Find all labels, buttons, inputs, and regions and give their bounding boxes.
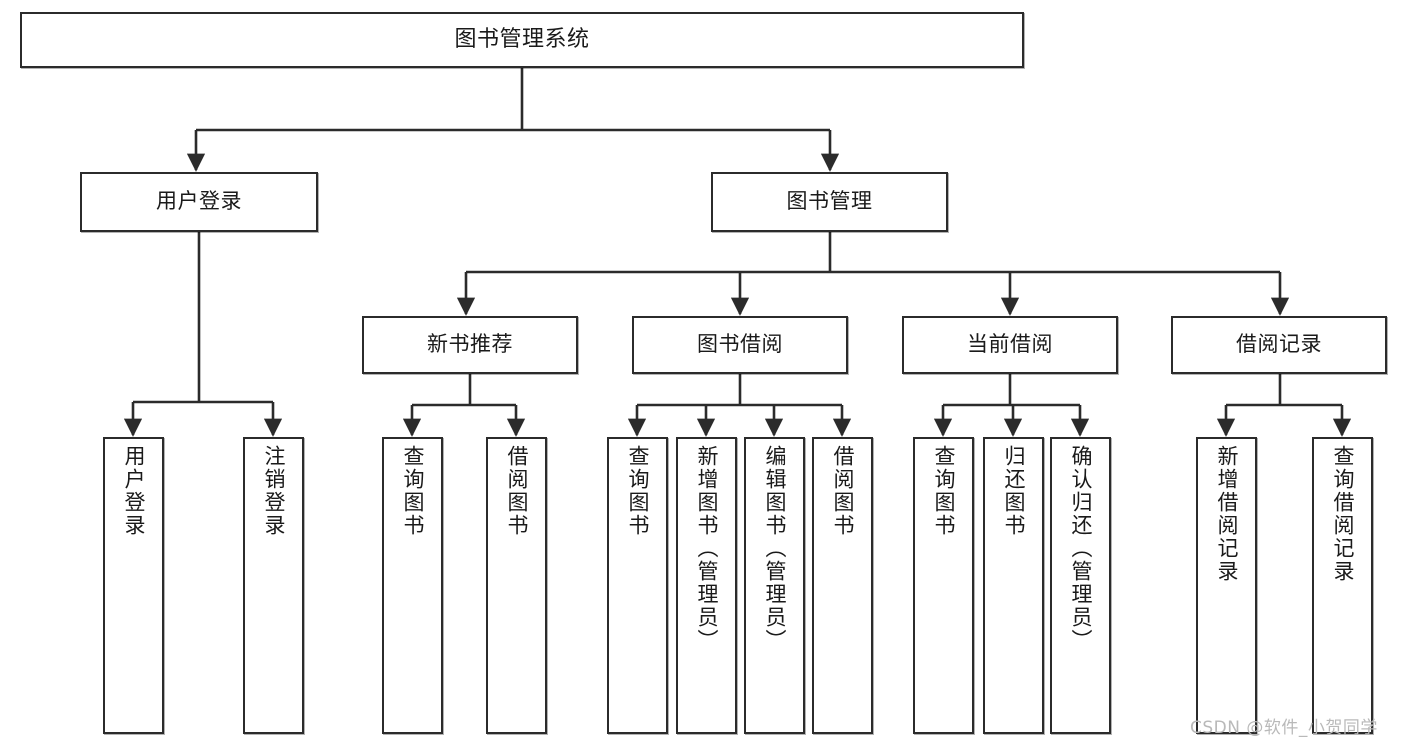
node-label: 注销登录	[262, 445, 286, 537]
node-label: 借阅图书	[505, 445, 529, 537]
node-label: 查询图书	[626, 445, 650, 537]
node-label: 当前借阅	[967, 332, 1053, 357]
node-label: 查询图书	[932, 445, 956, 537]
node-label: 查询图书	[401, 445, 425, 537]
node-label: 借阅图书	[831, 445, 855, 537]
node-label: 归还图书	[1002, 445, 1026, 537]
node-leaf-add-book[interactable]: 新增图书（管理员）	[676, 437, 737, 734]
node-label: 查询借阅记录	[1331, 445, 1355, 583]
node-leaf-query-book-recommend[interactable]: 查询图书	[382, 437, 443, 734]
node-leaf-edit-book[interactable]: 编辑图书（管理员）	[744, 437, 805, 734]
csdn-watermark: CSDN @软件_小贺同学	[1190, 718, 1378, 738]
node-leaf-logout-login[interactable]: 注销登录	[243, 437, 304, 734]
node-leaf-borrow-book-recommend[interactable]: 借阅图书	[486, 437, 547, 734]
node-label: 新书推荐	[427, 332, 513, 357]
node-leaf-confirm-return[interactable]: 确认归还（管理员）	[1050, 437, 1111, 734]
node-user-login[interactable]: 用户登录	[80, 172, 318, 232]
node-label: 借阅记录	[1236, 332, 1322, 357]
node-root-library-system[interactable]: 图书管理系统	[20, 12, 1024, 68]
node-book-borrow[interactable]: 图书借阅	[632, 316, 848, 374]
node-label: 图书借阅	[697, 332, 783, 357]
node-label: 用户登录	[156, 189, 242, 214]
node-label: 新增借阅记录	[1215, 445, 1239, 583]
node-label: 新增图书（管理员）	[695, 445, 719, 652]
node-label: 图书管理	[786, 189, 873, 214]
node-label: 用户登录	[122, 445, 146, 537]
node-book-manage[interactable]: 图书管理	[711, 172, 948, 232]
node-leaf-query-book-current[interactable]: 查询图书	[913, 437, 974, 734]
node-leaf-user-login[interactable]: 用户登录	[103, 437, 164, 734]
node-leaf-query-book-borrow[interactable]: 查询图书	[607, 437, 668, 734]
node-label: 图书管理系统	[454, 26, 590, 52]
node-new-book-recommend[interactable]: 新书推荐	[362, 316, 578, 374]
node-label: 确认归还（管理员）	[1069, 445, 1093, 652]
node-borrow-record[interactable]: 借阅记录	[1171, 316, 1387, 374]
node-leaf-add-borrow-record[interactable]: 新增借阅记录	[1196, 437, 1257, 734]
node-leaf-query-borrow-record[interactable]: 查询借阅记录	[1312, 437, 1373, 734]
node-leaf-borrow-book-borrow[interactable]: 借阅图书	[812, 437, 873, 734]
node-current-borrow[interactable]: 当前借阅	[902, 316, 1118, 374]
node-leaf-return-book[interactable]: 归还图书	[983, 437, 1044, 734]
node-label: 编辑图书（管理员）	[763, 445, 787, 652]
